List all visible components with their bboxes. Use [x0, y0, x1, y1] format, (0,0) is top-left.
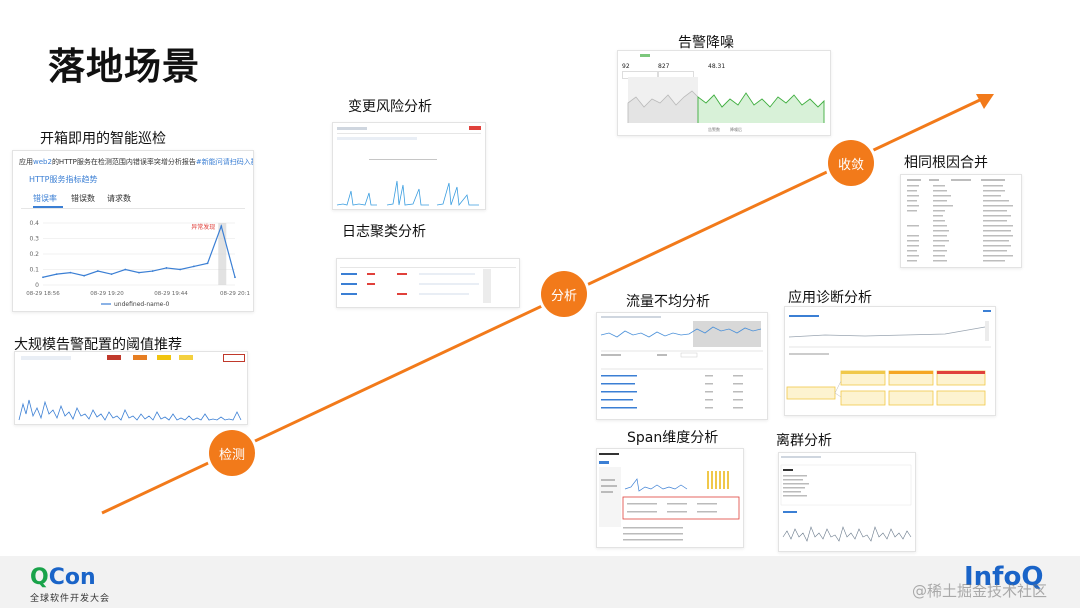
data-point [234, 276, 236, 279]
data-point [110, 273, 113, 276]
data-point [83, 274, 86, 277]
arrow-head-icon [976, 94, 994, 109]
app-diag-view [786, 310, 991, 406]
label-log-cluster: 日志聚类分析 [342, 224, 426, 240]
alert-stat-2: 827 [658, 63, 670, 70]
threshold-thumb [14, 351, 248, 425]
outlier-view [780, 456, 912, 542]
y-tick-label: 0.2 [29, 251, 39, 258]
page-title: 落地场景 [48, 45, 200, 88]
traffic-thumb [596, 312, 768, 420]
error-rate-chart: 0 0.1 0.2 0.3 0.4 08-29 18:56 08-29 19:20 08-29… [26, 220, 250, 308]
alert-stat-1: 92 [622, 63, 630, 70]
label-change-risk: 变更风险分析 [348, 99, 432, 115]
qcon-logo-q: Q [30, 565, 49, 590]
log-cluster-thumb [336, 258, 520, 308]
infoq-logo: InfoQ [964, 562, 1044, 592]
label-alert-noise: 告警降噪 [678, 35, 734, 51]
x-tick-label: 08-29 18:56 [26, 291, 60, 297]
stage-analyze: 分析 [541, 271, 587, 317]
data-point [96, 270, 99, 272]
headline-app: web2 [33, 158, 52, 166]
data-point [138, 271, 140, 274]
x-tick-label: 08-29 19:20 [90, 291, 124, 297]
root-merge-thumb [900, 174, 1022, 268]
data-point [220, 225, 223, 227]
data-point [69, 271, 72, 274]
threshold-tag-outline [223, 354, 245, 362]
headline-mid: 的HTTP服务在检测范围内错误率突增分析报告 [51, 158, 196, 166]
qcon-logo-rest: Con [48, 565, 96, 590]
label-outlier: 离群分析 [776, 433, 832, 449]
span-view [599, 453, 740, 541]
alert-legend-2: 降噪后 [730, 126, 742, 132]
change-risk-button [469, 126, 481, 130]
label-app-diag: 应用诊断分析 [788, 290, 872, 306]
tab-request-count[interactable]: 请求数 [107, 194, 131, 203]
data-point [165, 267, 168, 269]
data-point [192, 265, 195, 268]
y-tick-label: 0 [35, 282, 39, 289]
footer-bar [0, 556, 1080, 608]
headline-link[interactable]: #新能问请扫码入群 [195, 158, 254, 166]
legend-label: undefined-name-0 [114, 301, 170, 308]
label-threshold: 大规模告警配置的阈值推荐 [14, 337, 182, 353]
qcon-logo: QCon [30, 565, 96, 590]
patrol-headline: 应用web2的HTTP服务在检测范围内错误率突增分析报告#新能问请扫码入群 [19, 157, 254, 167]
patrol-subtitle: HTTP服务指标趋势 [29, 175, 98, 184]
y-tick-label: 0.4 [29, 220, 39, 227]
alert-stat-3: 48.31 [708, 63, 726, 70]
label-root-merge: 相同根因合并 [904, 155, 988, 171]
label-traffic: 流量不均分析 [626, 294, 710, 310]
y-tick-label: 0.1 [29, 267, 39, 274]
tab-divider [21, 208, 245, 209]
data-point [124, 268, 127, 271]
stage-detect: 检测 [209, 430, 255, 476]
x-tick-label: 08-29 19:44 [154, 291, 188, 297]
anomaly-annotation: 异常发现 [191, 223, 215, 231]
x-tick-label: 08-29 20:1 [220, 291, 250, 297]
anomaly-band [218, 223, 227, 285]
change-risk-thumb [332, 122, 486, 210]
data-point [42, 276, 44, 279]
data-point [179, 268, 182, 271]
data-point [55, 273, 58, 276]
data-point [206, 262, 209, 265]
stage-converge: 收敛 [828, 140, 874, 186]
data-point [151, 270, 154, 272]
watermark-text: @稀土掘金技术社区 [912, 582, 1048, 600]
threshold-tag-orange [133, 355, 147, 360]
app-diag-thumb [784, 306, 996, 416]
threshold-tag-yellow [157, 355, 171, 360]
tab-error-count[interactable]: 错误数 [71, 194, 95, 203]
root-merge-table [907, 179, 1013, 262]
label-span: Span维度分析 [627, 430, 719, 446]
threshold-tag-yellow-2 [179, 355, 193, 360]
outlier-thumb [778, 452, 916, 552]
alert-legend-1: 告警数 [708, 126, 720, 132]
tab-active-indicator [33, 206, 63, 208]
alert-noise-chart: 告警数 降噪后 [627, 77, 825, 132]
qcon-subtitle: 全球软件开发大会 [30, 594, 111, 604]
headline-prefix: 应用 [19, 158, 33, 166]
span-thumb [596, 448, 744, 548]
label-patrol: 开箱即用的智能巡检 [40, 131, 166, 147]
tab-error-rate[interactable]: 错误率 [33, 194, 57, 203]
change-risk-charts [336, 180, 479, 207]
threshold-sparkline [18, 399, 242, 421]
threshold-tag-red [107, 355, 121, 360]
patrol-report-card: 应用web2的HTTP服务在检测范围内错误率突增分析报告#新能问请扫码入群 HT… [12, 150, 254, 312]
y-tick-label: 0.3 [29, 236, 39, 243]
alert-noise-thumb: 92 827 48.31 告警数 降噪后 [617, 50, 831, 136]
traffic-chart [600, 316, 763, 409]
